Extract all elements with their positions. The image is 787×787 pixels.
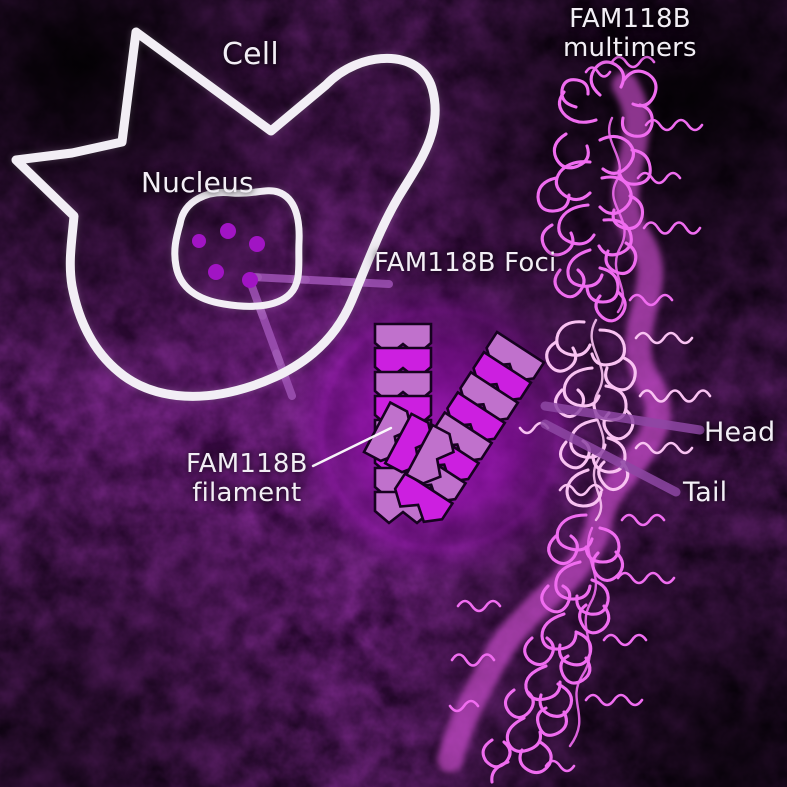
focus-dot	[192, 234, 206, 248]
focus-dot	[249, 236, 265, 252]
nucleus-foci-dots	[192, 223, 265, 288]
protein-backbone-strands	[568, 116, 626, 748]
leader-line-foci-label	[248, 273, 393, 288]
protein-chain-glow	[437, 72, 671, 773]
leader-line-filament-label	[311, 426, 393, 468]
focus-dot	[208, 264, 224, 280]
cell-membrane-outline	[11, 27, 440, 402]
leader-line-tail	[540, 419, 681, 497]
protein-helix-upper	[584, 55, 704, 307]
nucleus-outline	[171, 187, 303, 311]
focus-dot	[242, 272, 258, 288]
protein-helix-middle	[518, 331, 712, 497]
focus-dot	[220, 223, 236, 239]
protein-subunit-upper	[536, 60, 658, 323]
protein-subunit-middle	[545, 320, 637, 508]
protein-helix-lower	[448, 513, 676, 773]
leader-line-head	[540, 401, 705, 435]
